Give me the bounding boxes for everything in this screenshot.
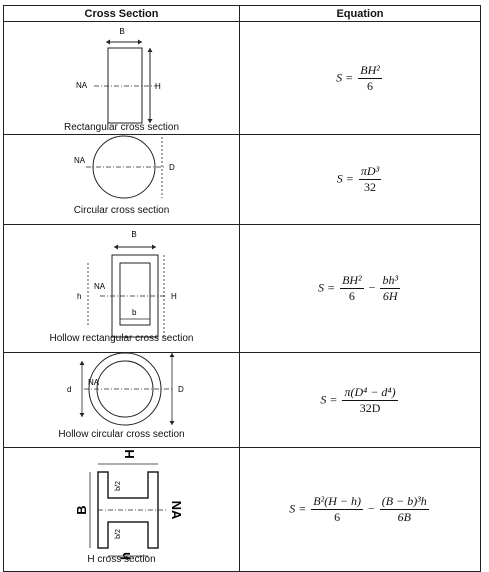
h-section-diagram: H B NA b/2 b/2 h	[74, 449, 184, 560]
label-H: H	[122, 449, 137, 458]
h-shape-outline	[97, 471, 159, 549]
label-d: d	[67, 385, 71, 394]
eq-denominator: 32	[364, 180, 377, 194]
inner-rectangle	[119, 262, 151, 326]
eq-lhs: S =	[317, 280, 336, 295]
eq-numerator-1: B²(H − h)	[311, 494, 363, 510]
caption-hollow-circular: Hollow circular cross section	[58, 429, 185, 440]
label-NA: NA	[74, 156, 86, 165]
hollow-rectangular-diagram-cell: B NA h H b Hollow rectangular cross sect…	[3, 224, 240, 353]
equation-circular: S = πD³ 32	[239, 134, 481, 225]
caption-h-section: H cross section	[87, 554, 156, 565]
eq-denominator: 6	[367, 78, 374, 93]
circular-diagram-cell: NA D Circular cross section	[3, 134, 240, 225]
table-row: NA d D Hollow circular cross section S =…	[3, 352, 481, 448]
hollow-circular-section-diagram: NA d D	[67, 352, 184, 426]
label-B: B	[119, 27, 124, 36]
hollow-circular-diagram-cell: NA d D Hollow circular cross section	[3, 352, 240, 448]
rectangular-diagram-cell: B NA H Rectangular cross section	[3, 21, 240, 135]
label-B: B	[74, 505, 89, 514]
label-NA: NA	[88, 378, 100, 387]
label-b-half-bottom: b/2	[115, 529, 122, 539]
eq-numerator-1: BH²	[340, 273, 364, 289]
rectangular-section-diagram: B NA H	[76, 27, 161, 124]
hollow-rectangular-section-diagram: B NA h H b	[77, 230, 177, 338]
eq-fraction: πD³ 32	[358, 164, 382, 195]
eq-fraction-1: B²(H − h) 6	[311, 494, 363, 525]
caption-circular: Circular cross section	[73, 205, 170, 216]
eq-denominator-1: 6	[334, 510, 341, 524]
eq-lhs: S =	[336, 69, 354, 84]
label-b: b	[132, 308, 137, 317]
page: Cross Section Equation B NA H Rectangula…	[3, 5, 481, 572]
label-b-half-top: b/2	[115, 481, 122, 491]
table-row: H B NA b/2 b/2 h H cross section S = B²(…	[3, 447, 481, 572]
caption-rectangular: Rectangular cross section	[63, 122, 180, 133]
eq-denominator-2: 6H	[382, 289, 398, 303]
label-B: B	[131, 230, 136, 239]
table-row: NA D Circular cross section S = πD³ 32	[3, 134, 481, 225]
label-D: D	[169, 163, 175, 172]
eq-denominator-1: 6	[348, 289, 355, 303]
rectangle-outline	[107, 47, 143, 124]
eq-denominator-2: 6B	[397, 510, 411, 524]
eq-lhs: S =	[320, 391, 338, 406]
eq-fraction-1: BH² 6	[340, 273, 364, 304]
eq-fraction: π(D⁴ − d⁴) 32D	[342, 384, 398, 416]
circular-section-diagram: NA D	[74, 135, 175, 199]
eq-numerator-2: bh³	[380, 273, 401, 289]
label-h: h	[77, 292, 81, 301]
caption-hollow-rectangular: Hollow rectangular cross section	[49, 333, 194, 344]
eq-operator: −	[367, 501, 375, 516]
eq-operator: −	[368, 280, 376, 295]
label-H: H	[155, 82, 161, 91]
table-row: B NA h H b Hollow rectangular cross sect…	[3, 224, 481, 353]
eq-fraction-2: bh³ 6H	[380, 273, 401, 304]
header-equation: Equation	[239, 5, 481, 22]
cross-section-table: Cross Section Equation B NA H Rectangula…	[3, 5, 481, 572]
eq-numerator: πD³	[358, 164, 382, 180]
eq-fraction-2: (B − b)³h 6B	[379, 494, 429, 525]
label-NA: NA	[169, 501, 184, 520]
equation-hollow-rectangular: S = BH² 6 − bh³ 6H	[239, 224, 481, 353]
eq-lhs: S =	[289, 501, 307, 516]
arrowheads-B	[106, 39, 142, 45]
label-NA: NA	[94, 282, 106, 291]
eq-numerator: π(D⁴ − d⁴)	[342, 384, 398, 401]
eq-numerator-2: (B − b)³h	[379, 494, 429, 510]
equation-hollow-circular: S = π(D⁴ − d⁴) 32D	[239, 352, 481, 448]
eq-lhs: S =	[336, 171, 354, 186]
label-D: D	[178, 385, 184, 394]
equation-h-section: S = B²(H − h) 6 − (B − b)³h 6B	[239, 447, 481, 572]
eq-numerator: BH²	[358, 62, 382, 79]
label-H: H	[171, 292, 177, 301]
eq-denominator: 32D	[359, 400, 381, 415]
table-row: B NA H Rectangular cross section S = BH²…	[3, 21, 481, 135]
h-section-diagram-cell: H B NA b/2 b/2 h H cross section	[3, 447, 240, 572]
label-NA: NA	[76, 81, 88, 90]
equation-rectangular: S = BH² 6	[239, 21, 481, 135]
header-row: Cross Section Equation	[3, 5, 481, 22]
header-cross-section: Cross Section	[3, 5, 240, 22]
eq-fraction: BH² 6	[358, 63, 382, 94]
